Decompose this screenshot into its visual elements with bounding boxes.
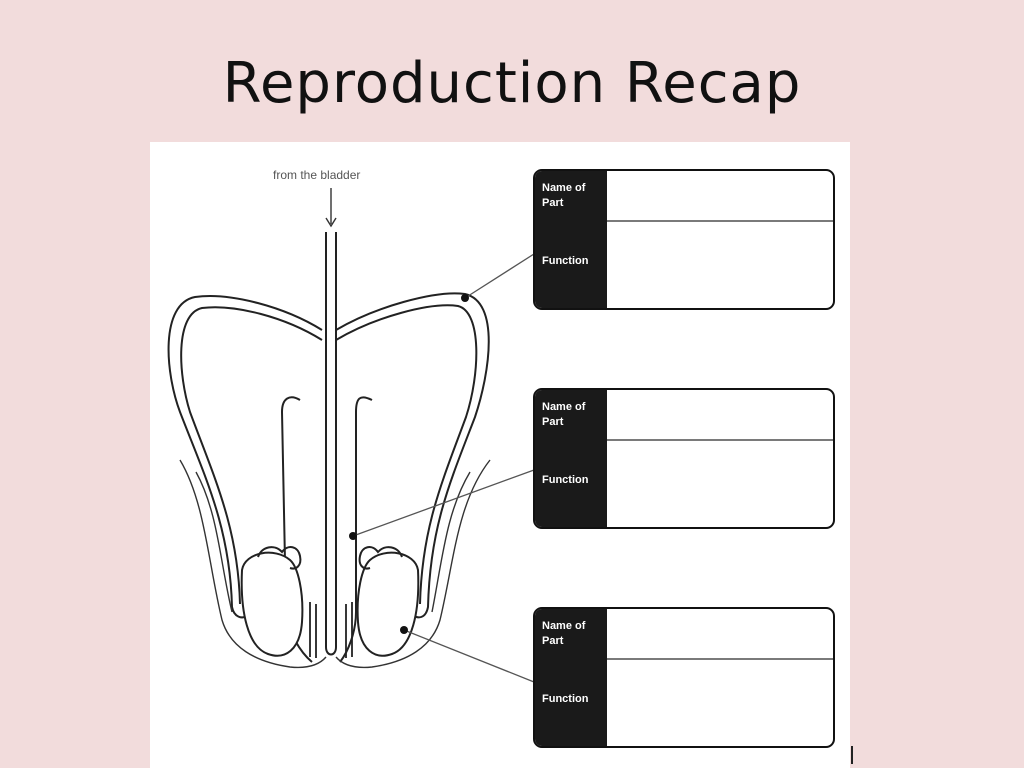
label-box-divider — [607, 220, 833, 222]
inner-tube-right — [339, 396, 373, 663]
epididymis-left — [257, 546, 302, 570]
function-label: Function — [542, 474, 589, 486]
inner-tube-left — [280, 396, 313, 663]
label-box-divider — [607, 658, 833, 660]
name-of-part-field[interactable] — [609, 392, 831, 437]
label-box-header — [535, 171, 607, 308]
scrotum-inner — [195, 471, 471, 613]
reproductive-system-diagram — [167, 188, 535, 683]
name-of-part-label: Name of Part — [542, 620, 586, 647]
function-field[interactable] — [609, 662, 831, 744]
urethra — [325, 232, 337, 647]
label-box-1: Name of Part Function — [533, 169, 835, 310]
function-field[interactable] — [609, 443, 831, 525]
epididymis-right — [358, 546, 403, 570]
pointer-dots — [349, 294, 469, 634]
name-of-part-field[interactable] — [609, 173, 831, 218]
label-box-3: Name of Part Function — [533, 607, 835, 748]
label-box-header — [535, 390, 607, 527]
sperm-duct-outer-inner — [180, 306, 323, 605]
sperm-duct-outer-right-inner — [335, 304, 478, 605]
label-box-header — [535, 609, 607, 746]
name-of-part-label: Name of Part — [542, 182, 586, 209]
label-box-divider — [607, 439, 833, 441]
name-of-part-label: Name of Part — [542, 401, 586, 428]
shaft-lines — [309, 602, 353, 658]
diagram-caption: from the bladder — [273, 168, 361, 182]
testis-left — [240, 551, 304, 657]
function-label: Function — [542, 255, 589, 267]
edge-mark — [851, 746, 853, 764]
bladder-arrow — [325, 188, 337, 228]
worksheet: from the bladder Name of Part Function N… — [150, 142, 850, 768]
function-field[interactable] — [609, 224, 831, 306]
label-box-2: Name of Part Function — [533, 388, 835, 529]
pointer-lines — [352, 253, 535, 683]
scrotum-outline — [179, 459, 491, 669]
name-of-part-field[interactable] — [609, 611, 831, 656]
function-label: Function — [542, 693, 589, 705]
urethra-tip — [325, 646, 337, 656]
slide-title: Reproduction Recap — [222, 51, 802, 116]
